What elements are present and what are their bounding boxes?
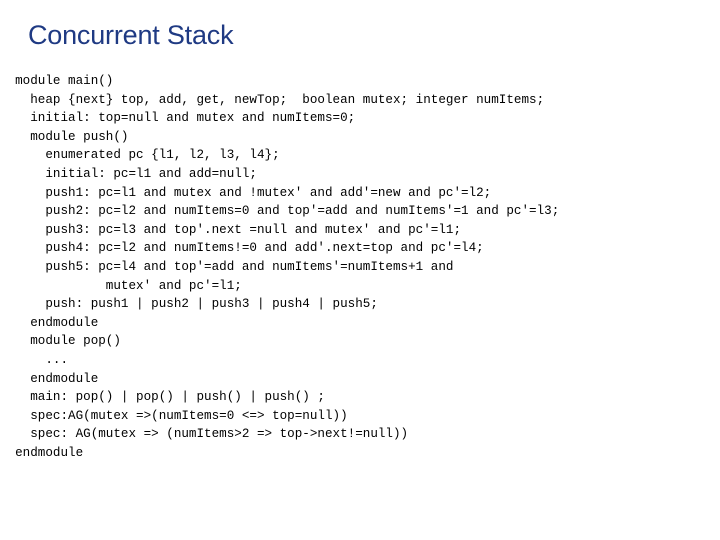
code-line: spec:AG(mutex =>(numItems=0 <=> top=null… [0, 408, 348, 423]
page-title: Concurrent Stack [28, 20, 234, 50]
code-line: push: push1 | push2 | push3 | push4 | pu… [0, 297, 378, 312]
code-line: endmodule [0, 445, 84, 460]
code-line: enumerated pc {l1, l2, l3, l4}; [0, 148, 280, 163]
code-block: module main() heap {next} top, add, get,… [0, 72, 720, 462]
code-line: mutex′ and pc′=l1; [0, 278, 242, 293]
code-line: push5: pc=l4 and top′=add and numItems′=… [0, 259, 454, 274]
code-line: spec: AG(mutex => (numItems>2 => top->ne… [0, 427, 409, 442]
code-line: push4: pc=l2 and numItems!=0 and add′.ne… [0, 241, 484, 256]
code-line: ... [0, 352, 69, 367]
code-line: heap {next} top, add, get, newTop; boole… [0, 92, 545, 107]
code-line: push1: pc=l1 and mutex and !mutex′ and a… [0, 185, 492, 200]
code-line: module push() [0, 129, 129, 144]
code-line: initial: top=null and mutex and numItems… [0, 111, 356, 126]
code-line: endmodule [0, 315, 99, 330]
code-line: module pop() [0, 334, 121, 349]
code-line: push3: pc=l3 and top′.next =null and mut… [0, 222, 462, 237]
code-line: main: pop() | pop() | push() | push() ; [0, 390, 325, 405]
code-line: initial: pc=l1 and add=null; [0, 166, 257, 181]
code-line: module main() [0, 74, 114, 88]
code-line: push2: pc=l2 and numItems=0 and top′=add… [0, 204, 560, 219]
code-line: endmodule [0, 371, 99, 386]
